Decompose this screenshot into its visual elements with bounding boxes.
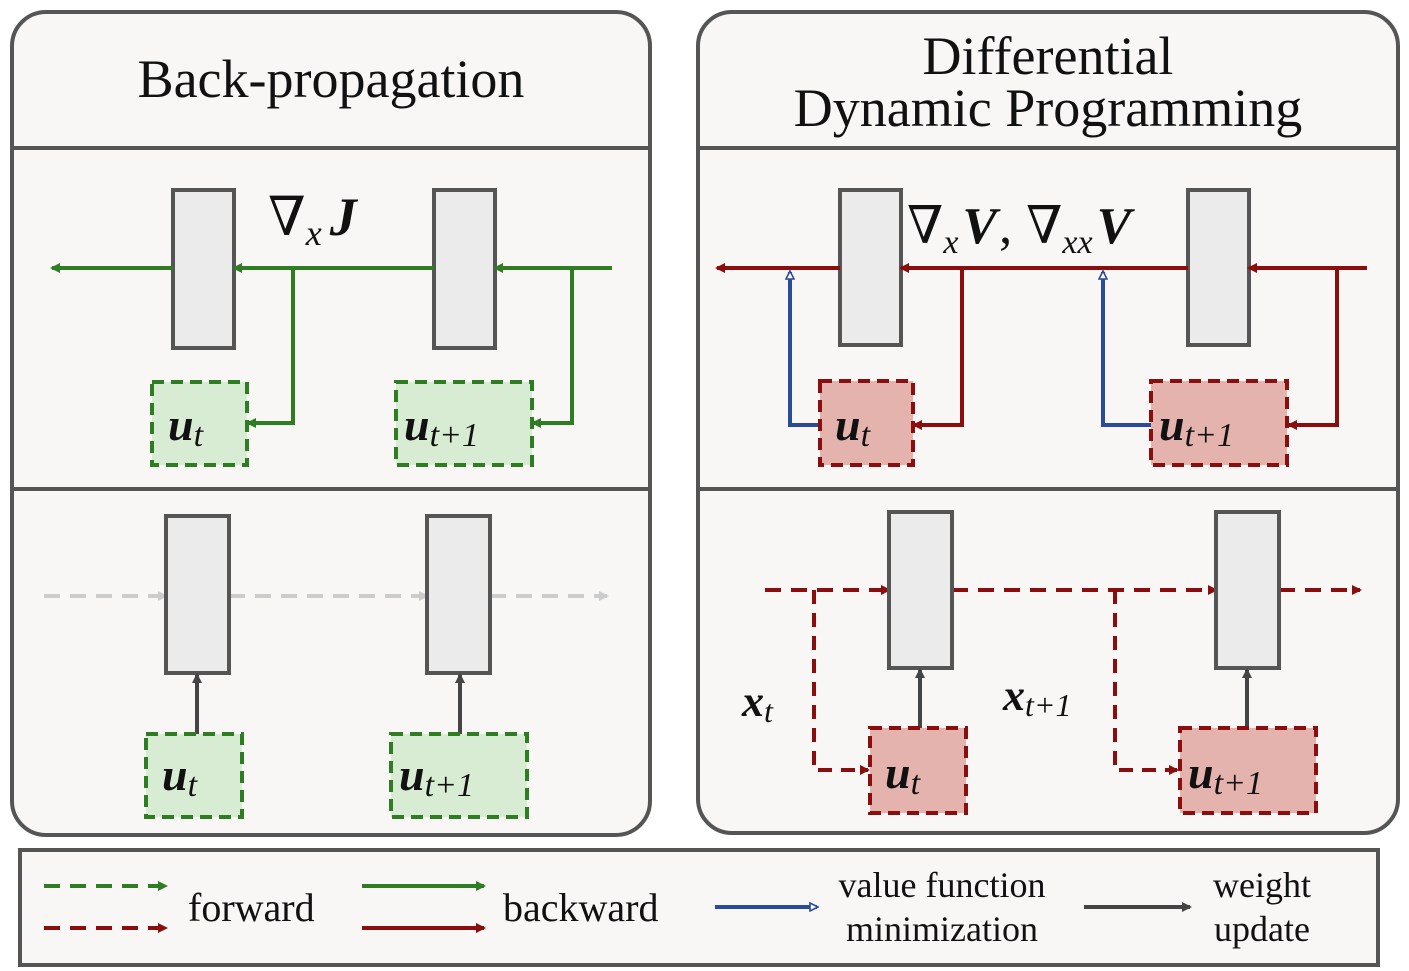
control-label-u-t: ut <box>162 749 199 804</box>
ddp-panel: Differential Dynamic Programming ut ut+1… <box>696 10 1400 835</box>
legend: forward backward value function minimiza… <box>18 848 1380 967</box>
state-label-x-t1: xt+1 <box>1002 671 1071 723</box>
backward-branch-arrow <box>912 268 964 430</box>
legend-value-label-line1: value function <box>839 865 1046 905</box>
control-box-u-t1 <box>1149 379 1289 467</box>
ddp-title-line1: Differential <box>923 26 1174 86</box>
control-label-u-t1: ut+1 <box>1159 399 1234 454</box>
legend-value-label-line2: minimization <box>846 909 1038 949</box>
control-box-u-t <box>818 379 915 467</box>
backprop-title: Back-propagation <box>138 49 525 109</box>
layer-block <box>887 510 954 670</box>
control-box-u-t1 <box>1178 726 1318 815</box>
layer-block <box>164 514 231 675</box>
gradient-label-ddp: ∇xV,∇xxV <box>907 198 1136 261</box>
backward-branch-arrow <box>246 268 295 428</box>
control-label-u-t1: ut+1 <box>399 749 474 804</box>
control-box-u-t1 <box>389 732 529 819</box>
backward-branch-arrow <box>1287 268 1339 430</box>
ddp-title-line2: Dynamic Programming <box>794 78 1302 138</box>
backward-branch-arrow <box>531 268 574 428</box>
layer-block <box>838 188 903 347</box>
control-box-u-t1 <box>394 380 534 467</box>
legend-backward-label: backward <box>503 885 658 930</box>
legend-forward-label: forward <box>188 885 315 930</box>
control-label-u-t: ut <box>835 399 872 454</box>
forward-branch-arrow <box>1113 590 1179 775</box>
legend-weight-label-line1: weight <box>1213 865 1311 905</box>
layer-block <box>1186 188 1251 347</box>
control-box-u-t <box>144 732 244 819</box>
layer-block <box>425 514 492 675</box>
value-minimization-arrow <box>790 272 820 427</box>
layer-block <box>432 188 497 350</box>
control-label-u-t1: ut+1 <box>1188 747 1263 802</box>
state-label-x-t: xt <box>741 677 774 729</box>
control-box-u-t <box>150 380 249 467</box>
forward-branch-arrow <box>812 590 870 775</box>
backprop-forward-section: ut ut+1 <box>44 514 609 819</box>
ddp-backward-section: ut ut+1 ∇xV,∇xxV <box>715 188 1367 467</box>
value-minimization-arrow <box>1103 272 1151 427</box>
control-box-u-t <box>868 726 968 815</box>
control-label-u-t: ut <box>885 747 922 802</box>
ddp-forward-section: ut ut+1 xt xt+1 <box>741 510 1362 815</box>
layer-block <box>171 188 236 350</box>
legend-weight-label-line2: update <box>1214 909 1310 949</box>
control-label-u-t1: ut+1 <box>404 399 479 454</box>
layer-block <box>1214 510 1281 670</box>
control-label-u-t: ut <box>168 399 205 454</box>
